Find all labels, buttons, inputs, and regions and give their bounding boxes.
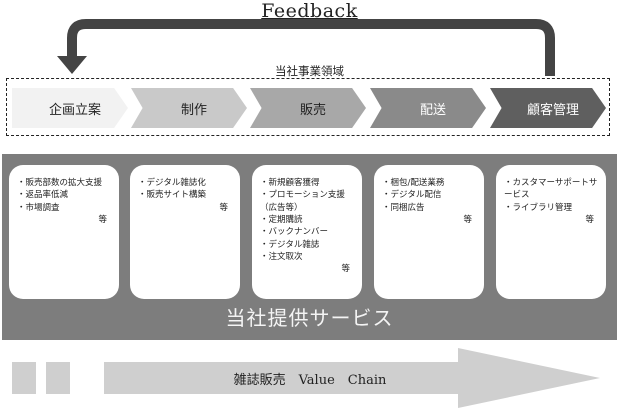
feedback-title: Feedback <box>261 0 358 22</box>
stage-label: 配送 <box>419 102 446 118</box>
stage-label: 販売 <box>299 102 326 118</box>
stage-3: 販売 <box>250 88 366 128</box>
service-etc: 等 <box>98 214 107 225</box>
service-item: 注文取次 <box>260 251 358 263</box>
service-item: デジタル雑誌 <box>260 239 358 251</box>
value-chain-arrow-body <box>104 348 600 408</box>
value-chain-block-1 <box>12 362 36 394</box>
feedback-arrow <box>57 19 555 76</box>
value-chain-block-2 <box>46 362 70 394</box>
service-item: 返品率低減 <box>17 189 115 201</box>
stage-label: 企画立案 <box>48 102 101 118</box>
service-item: 販売部数の拡大支援 <box>17 177 115 189</box>
service-list: 販売部数の拡大支援返品率低減市場調査 <box>17 177 115 214</box>
service-item: ライブラリ管理 <box>504 202 602 214</box>
service-list: カスタマーサポートサービスライブラリ管理 <box>504 177 602 214</box>
service-item: 同梱広告 <box>382 202 480 214</box>
service-list: 新規顧客獲得プロモーション支援（広告等）定期購読バックナンバーデジタル雑誌注文取… <box>260 177 358 263</box>
service-card-2: デジタル雑誌化販売サイト構築等 <box>130 165 240 299</box>
feedback-arrow-line <box>67 19 555 76</box>
service-card-3: 新規顧客獲得プロモーション支援（広告等）定期購読バックナンバーデジタル雑誌注文取… <box>252 165 362 299</box>
stage-5: 顧客管理 <box>490 88 606 128</box>
value-chain-label: 雑誌販売 Value Chain <box>233 373 387 388</box>
stage-2: 制作 <box>131 88 247 128</box>
stage-label: 顧客管理 <box>526 102 579 118</box>
service-item: デジタル雑誌化 <box>138 177 236 189</box>
service-item: バックナンバー <box>260 226 358 238</box>
service-etc: 等 <box>585 214 594 225</box>
service-item: デジタル配信 <box>382 189 480 201</box>
service-list: 梱包/配送業務デジタル配信同梱広告 <box>382 177 480 214</box>
service-card-4: 梱包/配送業務デジタル配信同梱広告等 <box>374 165 484 299</box>
service-item: 梱包/配送業務 <box>382 177 480 189</box>
business-domain-label: 当社事業領域 <box>275 64 344 78</box>
service-item: 市場調査 <box>17 202 115 214</box>
business-domain-box <box>6 78 610 136</box>
service-item: 販売サイト構築 <box>138 189 236 201</box>
stage-1: 企画立案 <box>12 88 128 128</box>
service-item: プロモーション支援（広告等） <box>260 189 358 214</box>
stage-4: 配送 <box>370 88 486 128</box>
feedback-arrow-head <box>57 56 87 74</box>
service-etc: 等 <box>341 264 350 275</box>
service-item: 新規顧客獲得 <box>260 177 358 189</box>
service-card-1: 販売部数の拡大支援返品率低減市場調査等 <box>9 165 119 299</box>
services-title: 当社提供サービス <box>225 306 394 330</box>
stage-label: 制作 <box>180 102 207 118</box>
service-card-5: カスタマーサポートサービスライブラリ管理等 <box>496 165 606 299</box>
value-chain-arrow <box>12 348 600 408</box>
service-list: デジタル雑誌化販売サイト構築 <box>138 177 236 202</box>
service-item: カスタマーサポートサービス <box>504 177 602 202</box>
service-item: 定期購読 <box>260 214 358 226</box>
service-etc: 等 <box>219 202 228 213</box>
service-etc: 等 <box>463 214 472 225</box>
